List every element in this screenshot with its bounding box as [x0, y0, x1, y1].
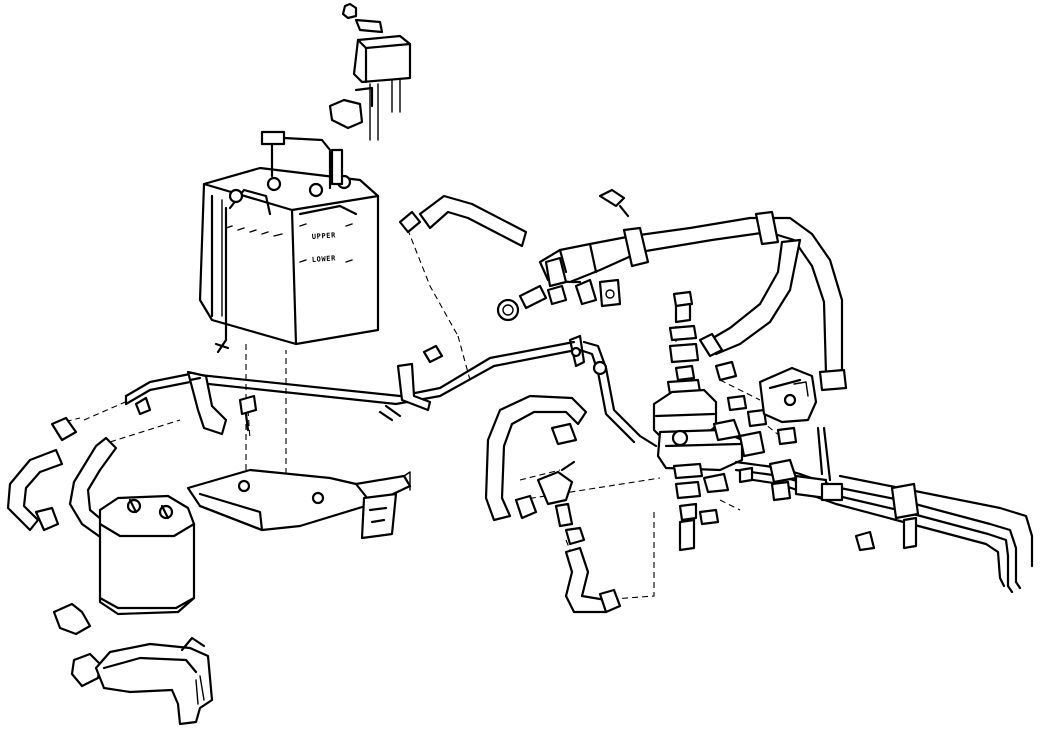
brake-lines-left [124, 334, 658, 448]
brake-lines-right [702, 426, 1034, 594]
valve-assembly [652, 290, 798, 552]
upper-hose [398, 194, 528, 248]
mounting-bracket [758, 366, 818, 424]
battery-upper-label: UPPER [312, 231, 337, 241]
middle-hoses [484, 394, 622, 614]
battery-lower-label: LOWER [312, 254, 337, 264]
relay-assembly [328, 2, 412, 141]
battery-tray [186, 468, 412, 540]
left-hoses [6, 416, 132, 548]
canister-clamp [52, 602, 214, 726]
canister [98, 494, 196, 616]
hose-assembly-right [496, 188, 848, 392]
battery: UPPER LOWER [198, 130, 380, 354]
